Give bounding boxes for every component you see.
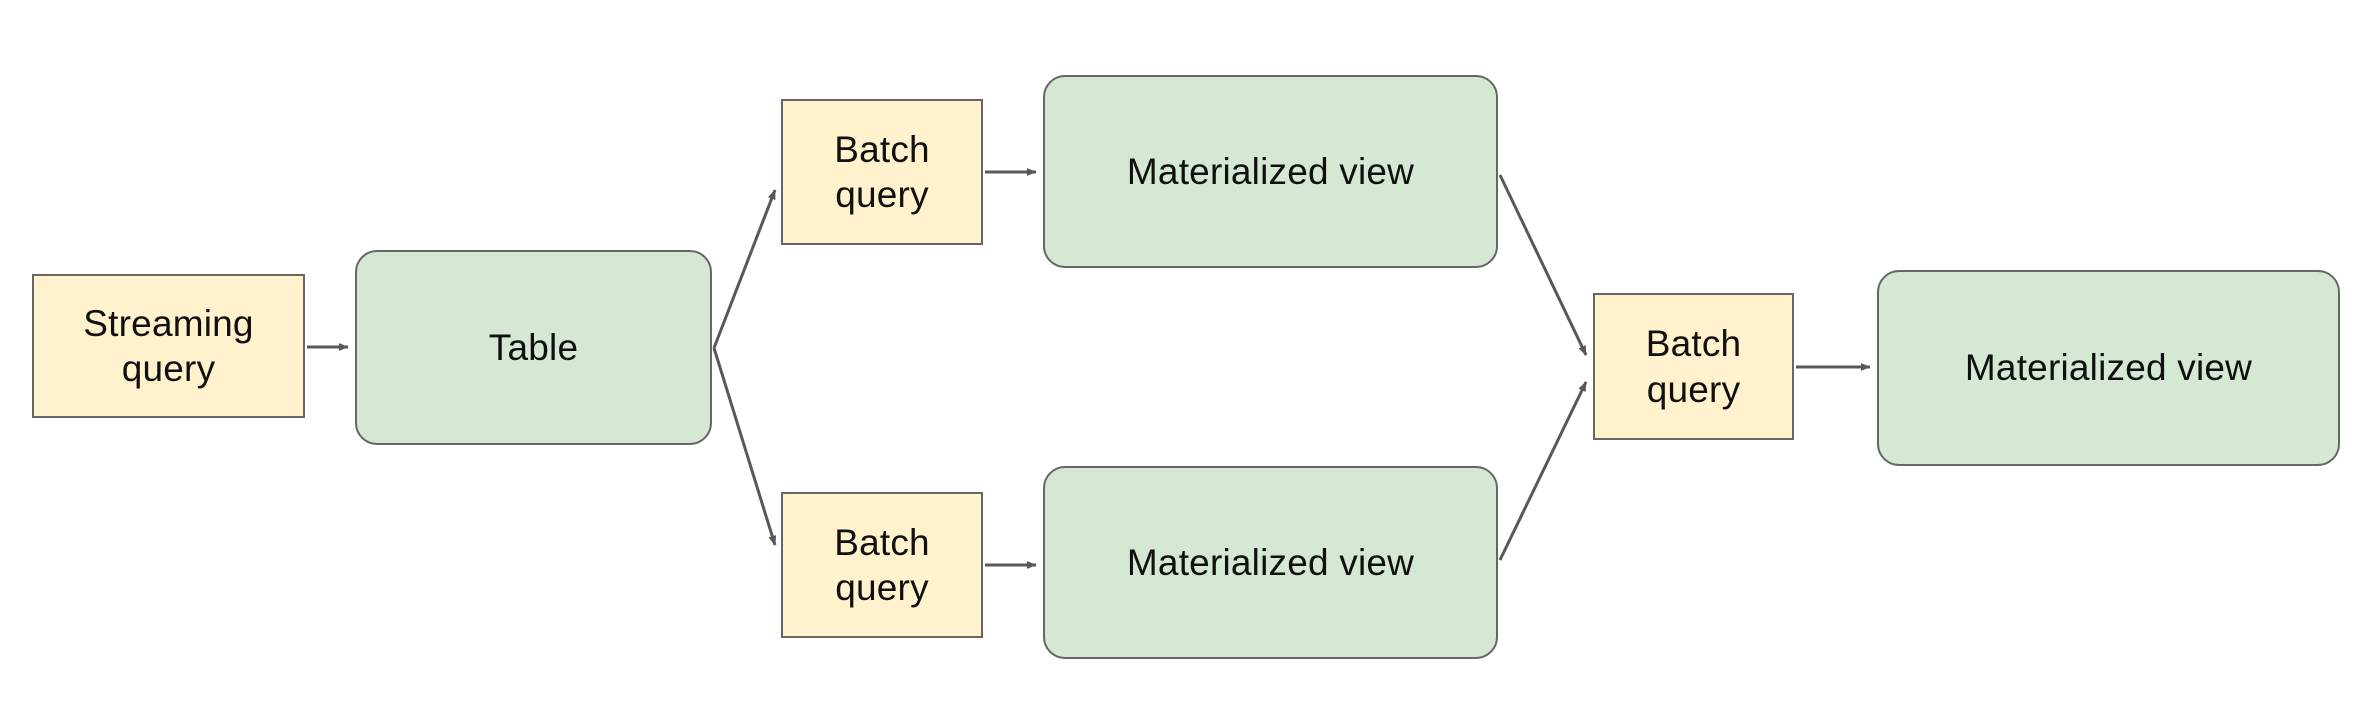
node-label: Table — [488, 326, 579, 368]
node-materialized-view-bottom[interactable]: Materialized view — [1043, 466, 1498, 659]
edge-materialized-view-bottom-to-batch-query-merge — [1498, 381, 1588, 561]
node-label: Batch query — [834, 521, 930, 608]
node-label: Materialized view — [1126, 541, 1415, 583]
edge-table-to-batch-query-bottom — [712, 347, 777, 546]
node-label: Batch query — [1645, 323, 1742, 410]
node-label: Materialized view — [1126, 150, 1415, 192]
node-batch-query-top[interactable]: Batch query — [781, 99, 983, 245]
node-materialized-view-final[interactable]: Materialized view — [1877, 270, 2340, 466]
node-label: Streaming query — [83, 302, 254, 389]
node-table[interactable]: Table — [355, 250, 712, 445]
node-materialized-view-top[interactable]: Materialized view — [1043, 75, 1498, 268]
node-batch-query-bottom[interactable]: Batch query — [781, 492, 983, 638]
edge-materialized-view-top-to-batch-query-merge — [1498, 174, 1588, 356]
node-batch-query-merge[interactable]: Batch query — [1593, 293, 1794, 440]
edge-table-to-batch-query-top — [712, 189, 777, 349]
node-label: Batch query — [834, 128, 930, 215]
node-streaming-query[interactable]: Streaming query — [32, 274, 305, 418]
node-label: Materialized view — [1964, 347, 2253, 389]
